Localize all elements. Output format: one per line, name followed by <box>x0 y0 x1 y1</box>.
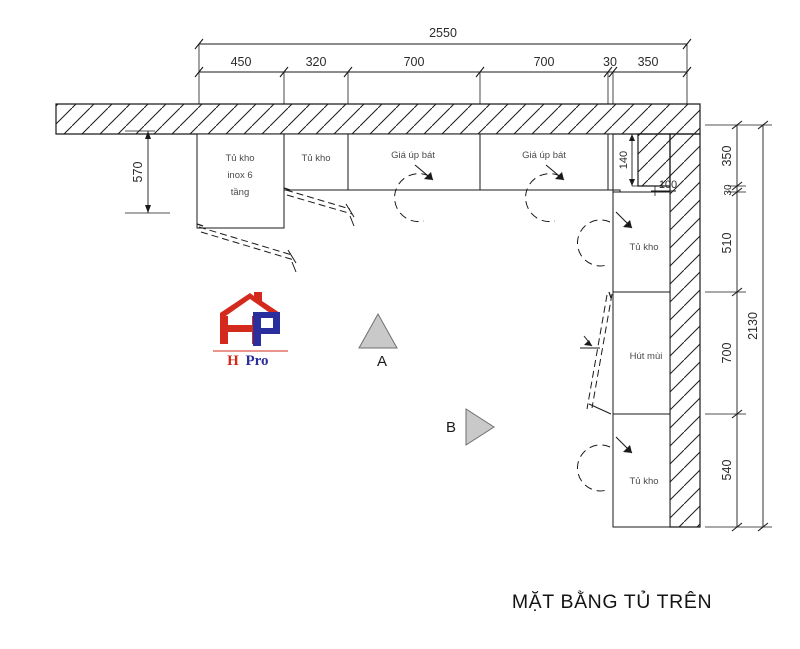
section-marker-b-label: B <box>446 419 456 436</box>
section-marker-a-label: A <box>377 353 387 370</box>
door-swing-arc-right-1 <box>576 211 633 267</box>
cabinet-right-2-body <box>612 291 671 415</box>
dim-top-seg-4: 700 <box>534 55 555 69</box>
dimension-corner-140: 140 <box>618 134 650 187</box>
dimension-top: 2550 450 320 700 700 30 350 <box>194 26 692 104</box>
cabinet-right-1-body <box>612 191 671 293</box>
door-swing-arc-top-3 <box>394 164 434 223</box>
dim-right-seg-3: 510 <box>720 233 734 254</box>
cabinet-right-1-label: Tủ kho <box>629 242 658 253</box>
dim-left-depth: 570 <box>131 162 145 183</box>
drawing-title: MẶT BẰNG TỦ TRÊN <box>512 589 712 613</box>
cabinet-right-3-body <box>612 413 671 528</box>
cabinet-top-1-label-line3: tầng <box>231 187 250 198</box>
dim-top-seg-2: 320 <box>306 55 327 69</box>
door-swing-arc-top-4 <box>525 164 565 223</box>
dim-top-overall: 2550 <box>429 26 457 40</box>
cabinet-top-1-label-line2: inox 6 <box>227 170 252 181</box>
dim-right-seg-2: 30 <box>723 184 734 196</box>
dimension-right: 350 30 510 700 540 2130 <box>705 120 772 532</box>
dim-right-overall: 2130 <box>746 312 760 340</box>
cabinet-top-1-body <box>196 133 285 229</box>
logo-hpro: H Pro <box>213 292 288 369</box>
cabinet-top-1-label-line1: Tủ kho <box>225 153 254 164</box>
logo-roof-icon <box>220 292 280 320</box>
cabinet-run-top: Tủ kho inox 6 tầng Tủ kho Giá úp bát Giá… <box>196 133 621 273</box>
dim-right-seg-1: 350 <box>720 146 734 167</box>
cabinet-right-3-label: Tủ kho <box>629 476 658 487</box>
door-swing-arc-right-3 <box>576 436 633 492</box>
cabinet-top-shallow-body <box>283 133 614 191</box>
section-marker-a-triangle <box>358 312 398 349</box>
dimension-corner-100: 100 <box>651 179 677 196</box>
logo-text-pro: Pro <box>245 353 268 369</box>
logo-p-bowl <box>253 312 280 334</box>
wall-top <box>55 103 701 135</box>
dim-top-seg-6: 350 <box>638 55 659 69</box>
cabinet-top-2-label: Tủ kho <box>301 153 330 164</box>
cabinet-top-4-label: Giá úp bát <box>522 150 566 161</box>
logo-h-crossbar <box>220 325 260 332</box>
section-marker-a: A <box>358 312 398 370</box>
section-marker-b: B <box>446 408 495 446</box>
wall-right <box>669 133 701 528</box>
dim-right-seg-5: 540 <box>720 460 734 481</box>
door-swing-top-1 <box>196 223 297 273</box>
dim-top-seg-3: 700 <box>404 55 425 69</box>
cabinet-right-2-label: Hút mùi <box>630 351 663 362</box>
dim-top-seg-5: 30 <box>603 55 617 69</box>
dim-corner-horizontal: 100 <box>659 179 677 191</box>
door-swing-hood <box>580 291 613 415</box>
logo-text-h: H <box>227 353 239 369</box>
cabinet-top-3-label: Giá úp bát <box>391 150 435 161</box>
dim-corner-vertical: 140 <box>618 151 630 169</box>
dim-right-seg-4: 700 <box>720 343 734 364</box>
section-marker-b-triangle <box>465 408 495 446</box>
door-swing-top-2 <box>283 187 355 227</box>
cabinet-run-right: Tủ kho Hút mùi Tủ kho <box>576 191 671 528</box>
dim-top-seg-1: 450 <box>231 55 252 69</box>
dimension-left-depth: 570 <box>125 130 170 214</box>
